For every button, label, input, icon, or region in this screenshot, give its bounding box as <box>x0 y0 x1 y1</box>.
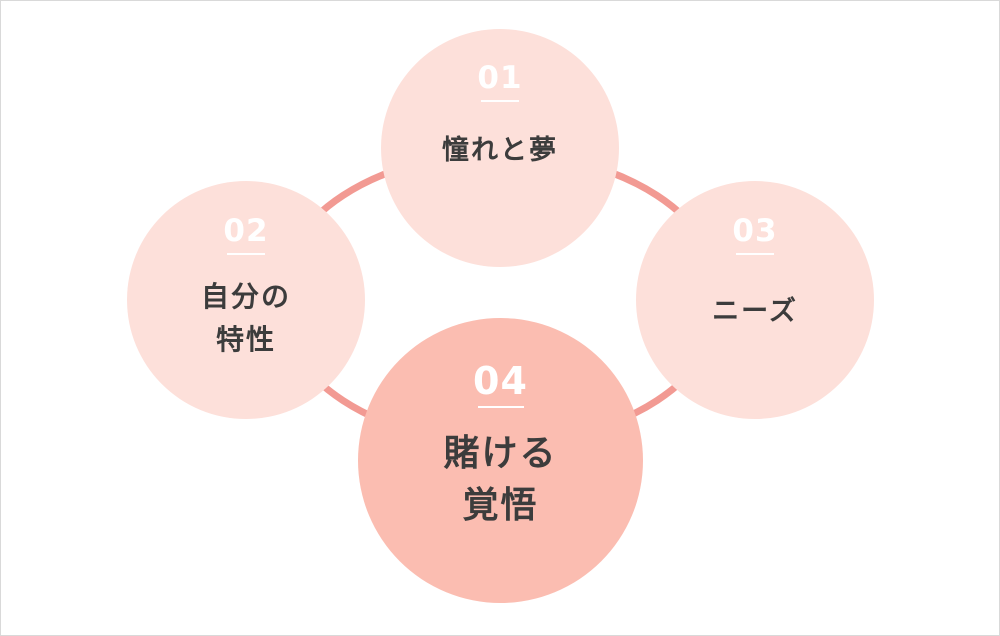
node-02-underline <box>227 253 265 255</box>
node-04-number: 04 <box>473 359 528 403</box>
node-02-number: 02 <box>223 213 269 249</box>
node-04: 04 賭ける 覚悟 <box>358 318 643 603</box>
node-02-label: 自分の 特性 <box>200 280 291 357</box>
node-04-underline <box>477 406 524 408</box>
node-03-underline <box>736 253 774 255</box>
node-01-number: 01 <box>477 60 523 96</box>
node-03: 03 ニーズ <box>636 181 874 419</box>
node-04-label: 賭ける 覚悟 <box>443 433 558 527</box>
node-01-label: 憧れと夢 <box>442 135 558 166</box>
node-03-label: ニーズ <box>712 296 798 327</box>
node-01-underline <box>481 100 519 102</box>
node-02: 02 自分の 特性 <box>127 181 365 419</box>
node-03-number: 03 <box>732 213 778 249</box>
node-01: 01 憧れと夢 <box>381 29 619 267</box>
